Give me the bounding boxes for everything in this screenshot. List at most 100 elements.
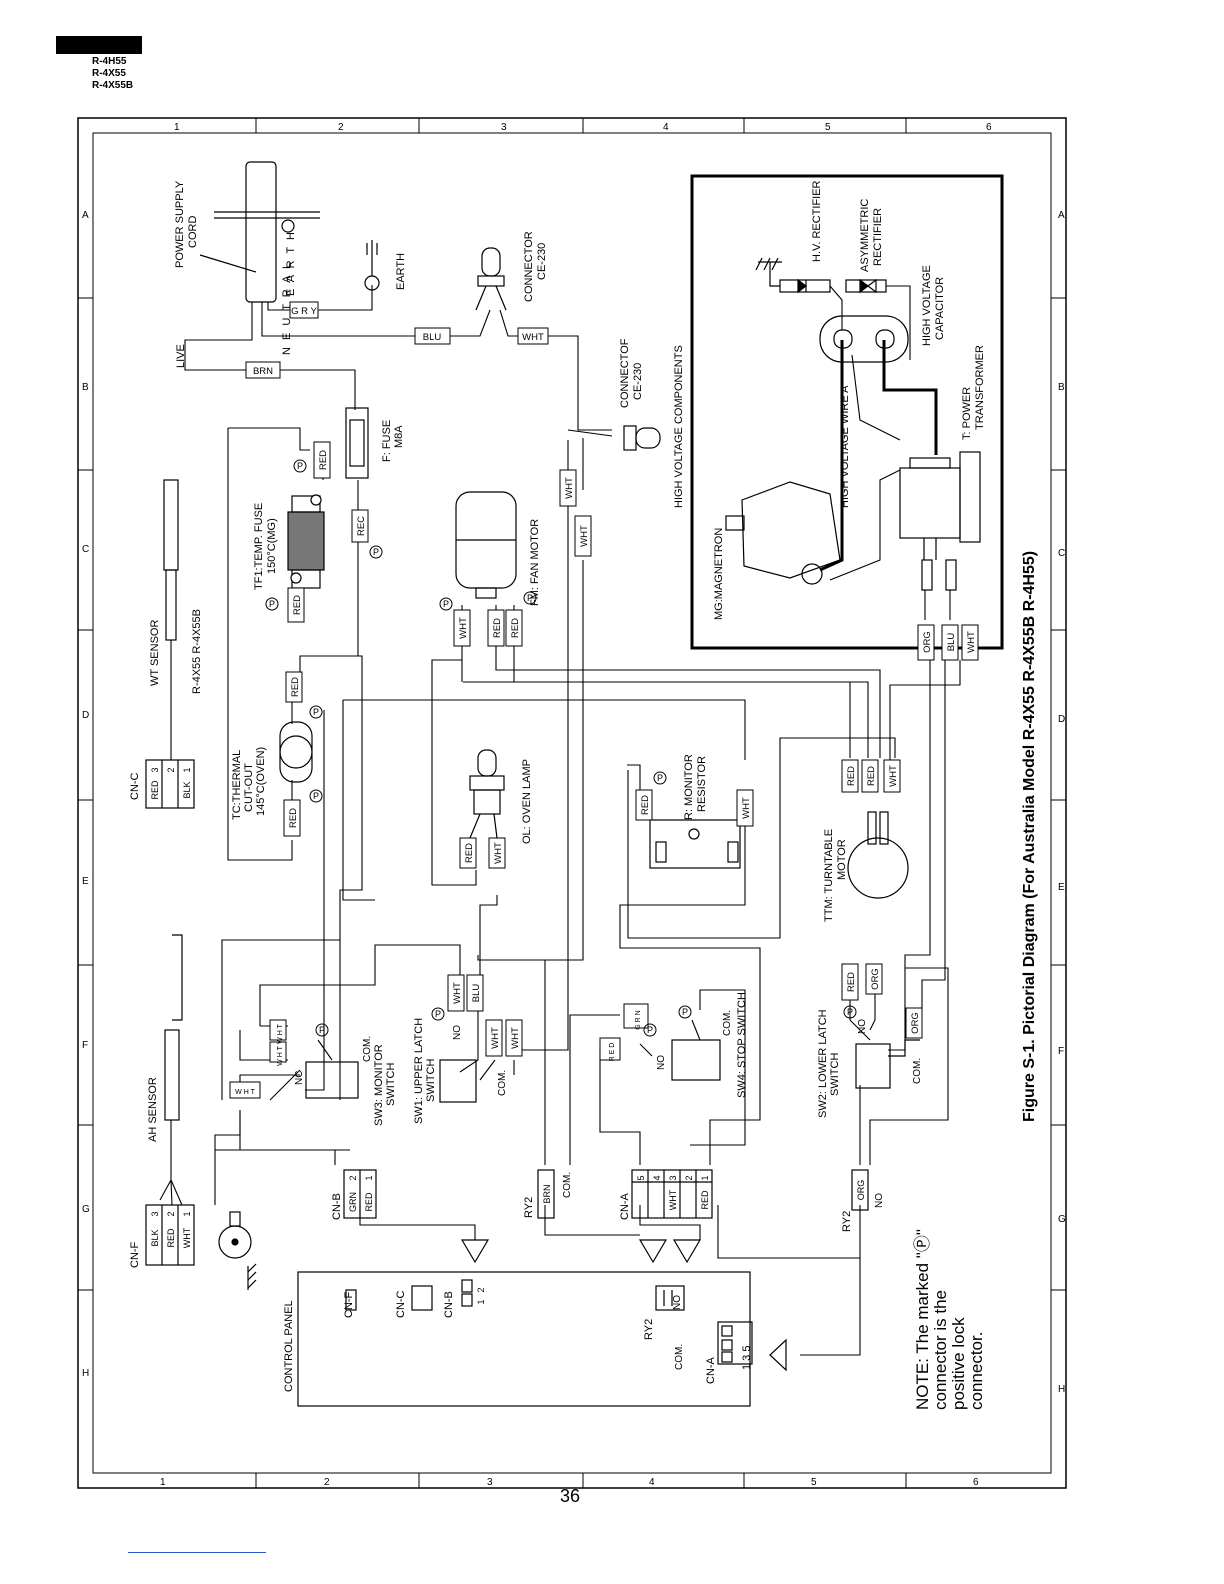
grid-col-label: 4	[663, 122, 669, 133]
wire-tag-text: BLU	[471, 984, 482, 1003]
wire-tag-text: RED	[492, 618, 503, 638]
monitor-switch[interactable]	[305, 1061, 359, 1099]
switch-bodies	[305, 1039, 920, 1103]
cn-b-label: CN-B	[331, 1193, 343, 1220]
cn-c-pin: 3	[150, 767, 160, 772]
power-transformer	[899, 451, 981, 591]
cn-b-wire: GRN	[348, 1192, 358, 1212]
wire-tag-text: REC	[356, 516, 367, 536]
p-mark-icon: P	[847, 1007, 853, 1017]
cn-c-pin: 1	[182, 767, 192, 772]
p-mark-icon: P	[373, 547, 379, 557]
wire-tag-text: WHT	[510, 1027, 521, 1049]
grid-row-label: A	[1058, 210, 1065, 221]
cn-b-panel-pin: 1	[476, 1299, 486, 1304]
model-label: R-4H55	[92, 56, 127, 67]
ry2-com-label: COM.	[562, 1172, 573, 1198]
wire-tag-text: R E D	[609, 1043, 616, 1062]
ry2-wire: ORG	[856, 1180, 866, 1201]
wire-tag-text: WHT	[564, 477, 575, 499]
cn-f-wire: RED	[166, 1228, 176, 1248]
page-number: 36	[560, 1486, 581, 1506]
power-transformer-label: T: POWER	[961, 387, 973, 440]
sw1-com-label: COM.	[497, 1070, 508, 1096]
connector-arrows	[460, 1239, 787, 1372]
cn-a-wire: WHT	[668, 1189, 678, 1210]
power-cord-label: CORD	[187, 216, 199, 248]
temp-fuse-label: 150°C(MG)	[266, 518, 278, 574]
ry2-wire: BRN	[542, 1184, 552, 1203]
upper-latch-switch[interactable]	[439, 1059, 477, 1103]
cn-b-pin: 1	[364, 1175, 374, 1180]
wire-tag-text: BLU	[423, 332, 442, 343]
wire-tag-text: WHT	[458, 617, 469, 639]
sw3-com-label: COM.	[362, 1036, 373, 1062]
cn-a-pin: 3	[668, 1175, 678, 1180]
control-panel	[297, 1271, 753, 1407]
note-line: connector is the	[931, 1290, 950, 1410]
fuse-label: M8A	[393, 425, 405, 448]
cn-f-pin: 1	[182, 1211, 192, 1216]
fan-motor-label: FM: FAN MOTOR	[529, 519, 541, 606]
cn-c-connector	[145, 759, 195, 809]
p-mark-icon: P	[269, 599, 275, 609]
sw1-no-label: NO	[452, 1025, 463, 1040]
p-mark-icon: P	[527, 593, 533, 603]
cn-a-pin: 1	[700, 1175, 710, 1180]
monitor-resistor	[649, 819, 741, 869]
sw2-label: SW2: LOWER LATCH	[817, 1009, 829, 1118]
live-label: LIVE	[175, 344, 187, 368]
p-mark-icon: P	[319, 1025, 325, 1035]
lower-latch-switch[interactable]	[855, 1043, 891, 1089]
stop-switch[interactable]	[671, 1039, 721, 1081]
sw1-label: SW1: UPPER LATCH	[413, 1018, 425, 1124]
ah-sensor-label: AH SENSOR	[147, 1077, 159, 1142]
p-mark-icon: P	[313, 791, 319, 801]
grid-row-label: A	[82, 210, 89, 221]
temp-fuse	[287, 494, 325, 589]
connector-of-label: CE-230	[632, 363, 644, 400]
outer-frame	[77, 117, 1067, 1489]
fuse	[345, 407, 369, 479]
cn-f-panel-label: CN-F	[343, 1291, 355, 1318]
connector-label: CE-230	[536, 243, 548, 280]
wire-tag-text: RED	[464, 843, 475, 863]
wire-tag-text: WHT	[490, 1027, 501, 1049]
hv-capacitor-label: HIGH VOLTAGE	[921, 265, 933, 346]
wire-tag-text: RED	[292, 595, 303, 615]
cn-a-connector	[631, 1169, 713, 1219]
hv-rectifier	[755, 257, 831, 294]
connector-of-ce230	[623, 425, 661, 451]
ry2-org-connector	[851, 1169, 869, 1211]
cn-b-panel-pin: 2	[476, 1287, 486, 1292]
link-underline	[128, 1552, 266, 1553]
thermal-cutout	[279, 721, 313, 783]
wire-tag-text: RED	[846, 972, 857, 992]
note-line: NOTE: The marked "Ⓟ"	[913, 1229, 932, 1410]
wire-tag-text: G R N	[635, 1010, 642, 1029]
grid-col-label: 4	[649, 1477, 655, 1488]
ah-sensor	[164, 934, 183, 1121]
asymmetric-rectifier	[845, 278, 887, 294]
cn-a-wire: RED	[700, 1190, 710, 1210]
hv-capacitor	[819, 315, 909, 363]
model-label: R-4X55B	[92, 80, 134, 91]
wt-sensor-models: R-4X55 R-4X55B	[191, 609, 203, 694]
wire-tag-text: RED	[866, 766, 877, 786]
control-panel-label: CONTROL PANEL	[283, 1300, 295, 1392]
connector-ce230	[475, 247, 507, 311]
thermal-cutout-label: 145°C(OVEN)	[255, 747, 267, 816]
sw2-no-label: NO	[857, 1019, 868, 1034]
monitor-resistor-label: R: MONITOR	[683, 754, 695, 820]
grid-row-label: E	[82, 876, 89, 887]
ground-screw-icon	[218, 1211, 257, 1290]
cn-b-panel-label: CN-B	[443, 1291, 455, 1318]
figure-caption: Figure S-1. Pictorial Diagram (For Austr…	[1021, 551, 1038, 1122]
magnetron-label: MG:MAGNETRON	[713, 528, 725, 620]
grid-col-label: 5	[811, 1477, 817, 1488]
wire-tag-text: RED	[290, 677, 301, 697]
hv-capacitor-label: CAPACITOR	[934, 277, 946, 340]
wire-tag-text: BRN	[253, 366, 273, 377]
cn-c-panel-label: CN-C	[395, 1290, 407, 1318]
temp-fuse-label: TF1:TEMP. FUSE	[253, 503, 265, 590]
